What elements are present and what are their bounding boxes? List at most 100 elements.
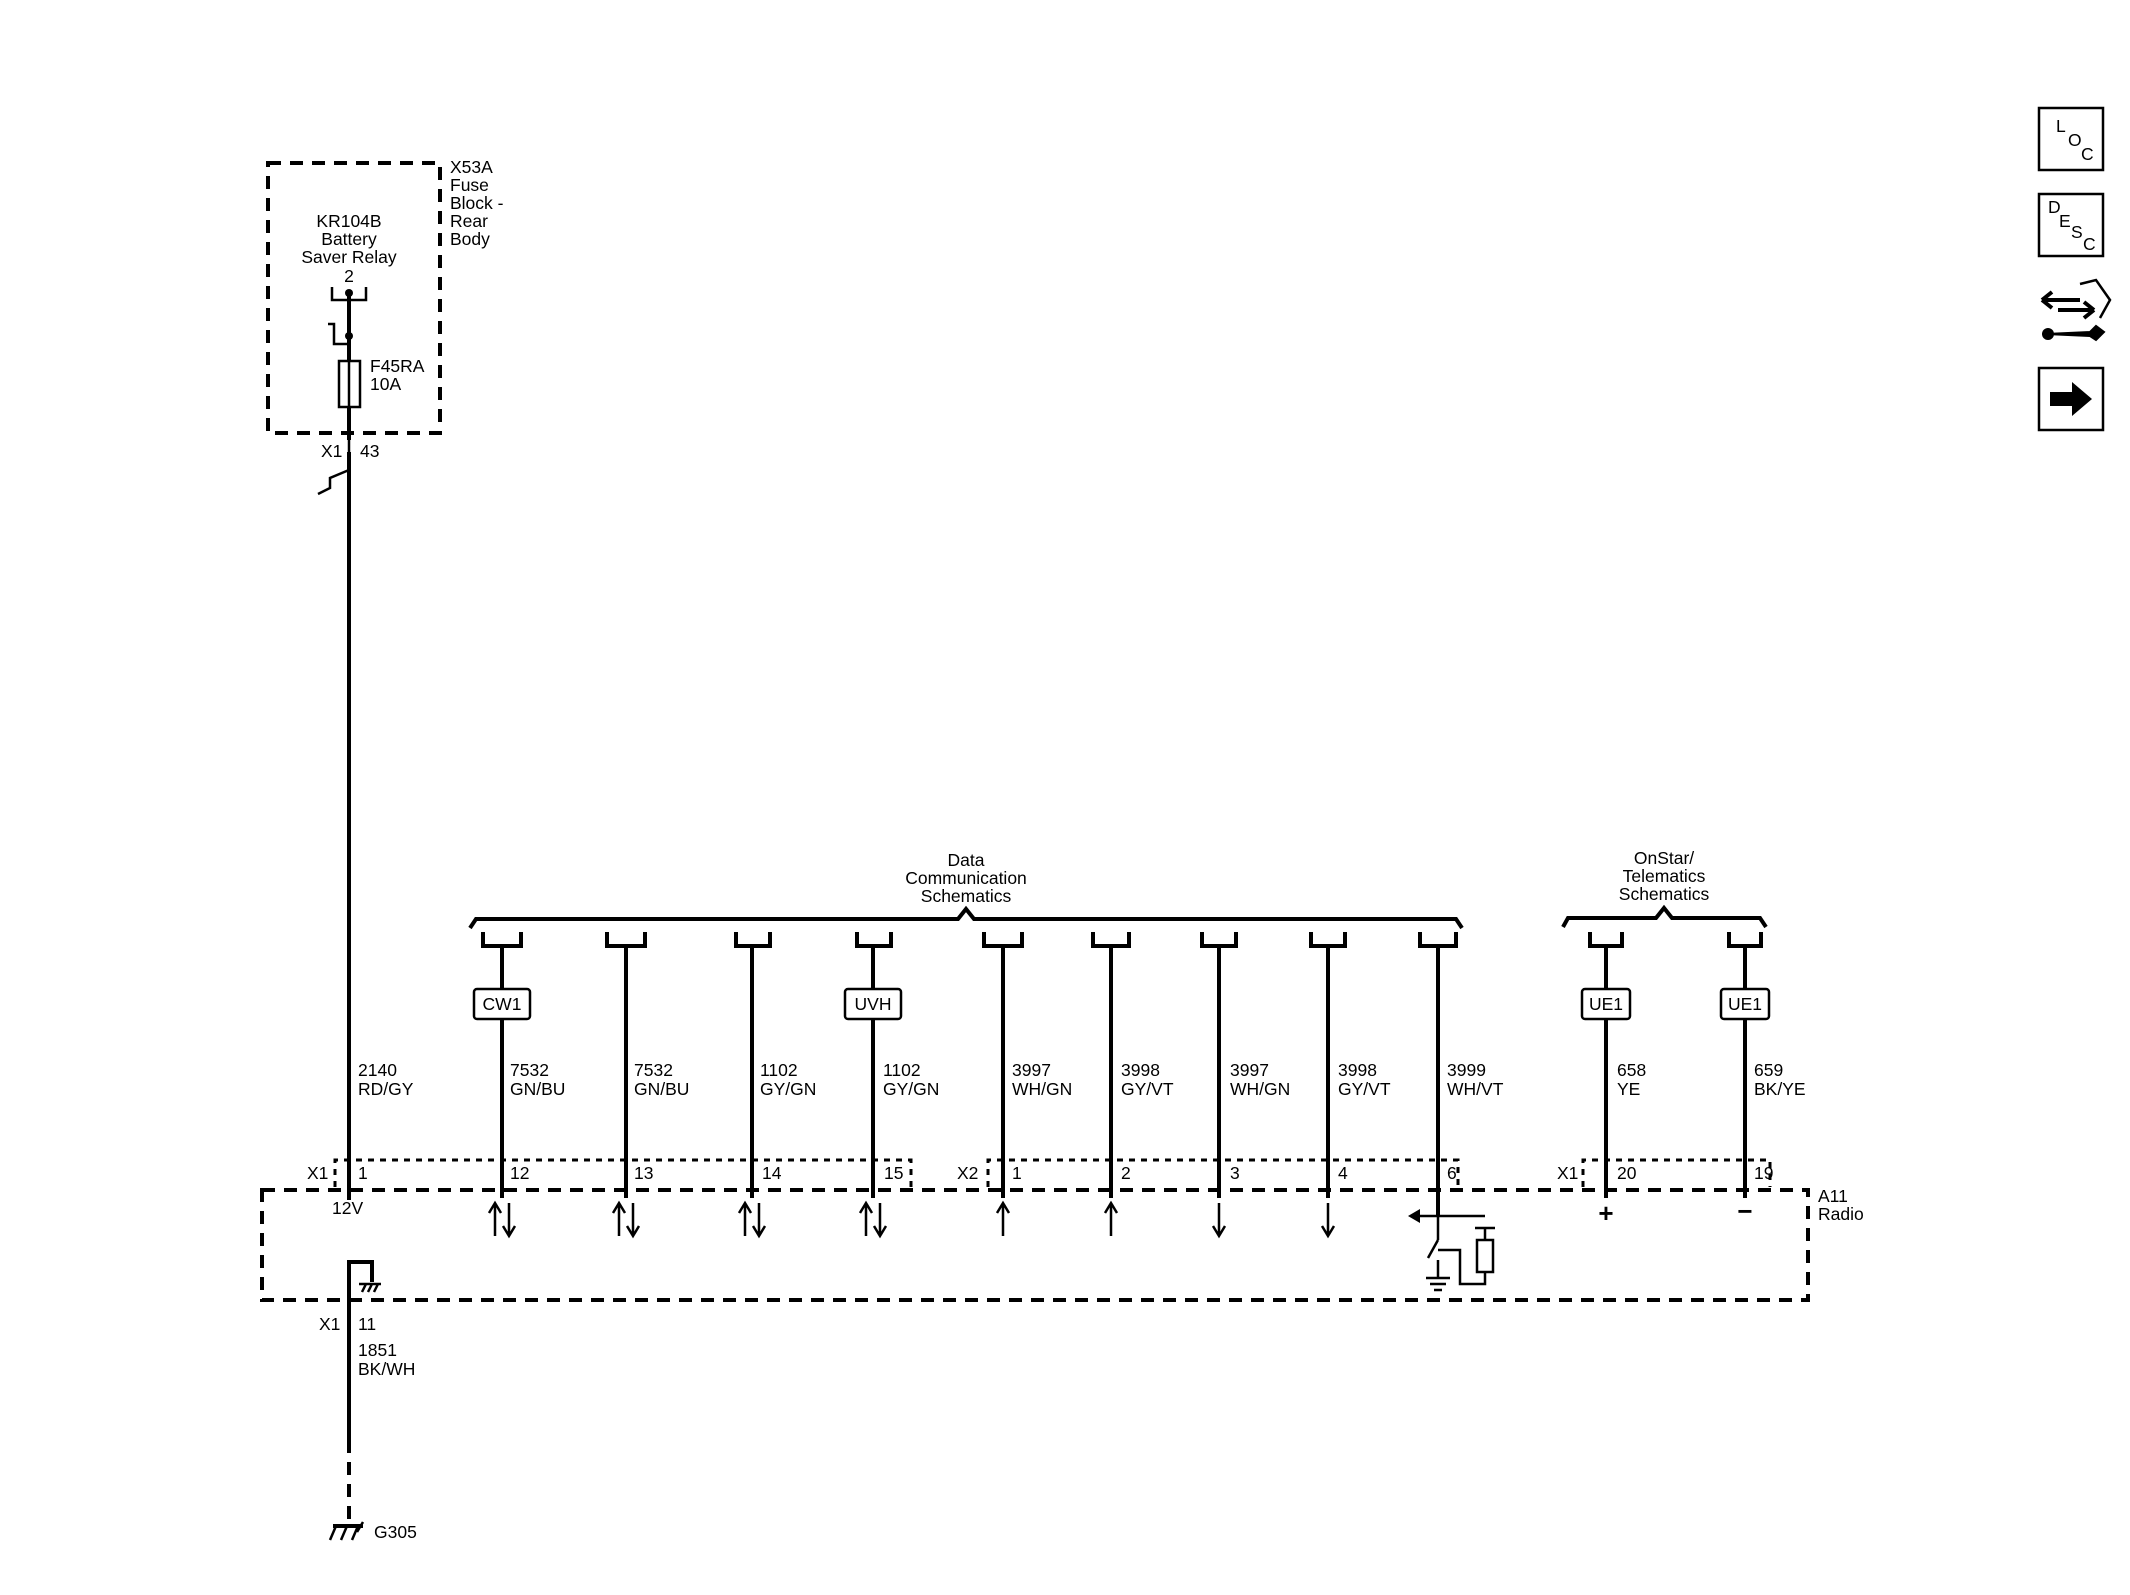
pin-number: 1 (1012, 1163, 1022, 1183)
ground-pin-label: 11 (358, 1314, 376, 1334)
circuit-wire: CW1 7532 GN/BU 12 (472, 932, 565, 1198)
page-connector-symbol (1200, 932, 1238, 948)
ground-conn-label: X1 (319, 1314, 340, 1334)
data-comm-bracket: Data Communication Schematics (468, 850, 1464, 930)
onstar-label-1: OnStar/ (1634, 848, 1694, 868)
circuit-wire: 3998 GY/VT 2 (1091, 932, 1174, 1198)
wire-number: 3997 (1230, 1060, 1269, 1080)
pin-number: 20 (1617, 1163, 1637, 1183)
wire-color: GY/VT (1121, 1079, 1174, 1099)
relay-terminal (328, 287, 368, 365)
inline-connector-symbol (317, 440, 351, 496)
wire-color: WH/GN (1012, 1079, 1072, 1099)
relay-label: KR104B Battery Saver Relay 2 (301, 211, 397, 286)
wire-color: GY/GN (883, 1079, 939, 1099)
wire-number: 659 (1754, 1060, 1783, 1080)
connector-repair-icon (2040, 278, 2112, 342)
pin-number: 2 (1121, 1163, 1131, 1183)
desc-letter-s: S (2071, 222, 2083, 242)
wire-number: 3999 (1447, 1060, 1486, 1080)
bidirectional-arrow-icon (487, 1200, 517, 1239)
loc-letter-c: C (2081, 144, 2094, 164)
ground-wire-color: BK/WH (358, 1359, 415, 1379)
pin-number: 3 (1230, 1163, 1240, 1183)
wire-number: 3998 (1121, 1060, 1160, 1080)
arrow-up-icon (995, 1200, 1011, 1236)
page-connector-symbol (605, 932, 647, 948)
fuse-block-label: X53A Fuse Block - Rear Body (450, 157, 504, 249)
pin-number: 13 (634, 1163, 653, 1183)
option-code-box (1580, 987, 1632, 1021)
fuse-block-desc-2: Block - (450, 193, 504, 213)
wire-number: 7532 (634, 1060, 673, 1080)
internal-ground-symbol (347, 1260, 381, 1300)
fuse-name: F45RA (370, 356, 425, 376)
page-connector-symbol (1418, 932, 1458, 948)
x2-connector-label: X2 (957, 1163, 978, 1183)
page-connector-symbol (481, 932, 523, 948)
page-connector-symbol (1588, 932, 1624, 948)
wire-color: GY/VT (1338, 1079, 1391, 1099)
onstar-bracket: OnStar/ Telematics Schematics (1561, 848, 1768, 929)
wire-color: YE (1617, 1079, 1640, 1099)
pin-number: 15 (884, 1163, 903, 1183)
wire-number: 658 (1617, 1060, 1646, 1080)
circuit-wire: 7532 GN/BU 13 (605, 932, 689, 1198)
circuit-wire: 3999 WH/VT 6 (1418, 932, 1504, 1216)
wire-color: GN/BU (634, 1079, 689, 1099)
circuit-wire: 3997 WH/GN 1 (982, 932, 1072, 1198)
fuse-conn-label: X1 (321, 441, 342, 461)
wire-number: 1102 (760, 1060, 798, 1080)
wire-color: BK/YE (1754, 1079, 1806, 1099)
fuse-block-desc-1: Fuse (450, 175, 489, 195)
next-page-button[interactable] (2037, 366, 2105, 432)
option-code: UE1 (1728, 994, 1762, 1014)
relay-desc-2: Saver Relay (301, 247, 397, 267)
desc-button[interactable]: D E S C (2037, 192, 2105, 258)
chassis-ground-icon (1426, 1276, 1450, 1292)
onstar-label-3: Schematics (1619, 884, 1710, 904)
loc-letter-l: L (2056, 116, 2066, 136)
page-connector-symbol (1727, 932, 1763, 948)
relay-desc-1: Battery (321, 229, 377, 249)
data-comm-label-1: Data (948, 850, 985, 870)
x1-connector-outline (333, 1158, 913, 1187)
x1-connector-label: X1 (307, 1163, 328, 1183)
x1-onstar-connector-outline (1581, 1158, 1772, 1187)
x2-connector-outline (986, 1158, 1460, 1187)
page-connector-symbol (982, 932, 1024, 948)
desc-letter-d: D (2048, 197, 2061, 217)
connector-repair-button[interactable] (2040, 278, 2112, 342)
wire-number: 3998 (1338, 1060, 1377, 1080)
relay-pin: 2 (344, 266, 354, 286)
circuit-wire: UE1 659 BK/YE 19 (1719, 932, 1806, 1198)
wire-color: GN/BU (510, 1079, 565, 1099)
wire-color: GY/GN (760, 1079, 816, 1099)
ground-name: G305 (374, 1522, 417, 1542)
ground-wire-number: 1851 (358, 1340, 397, 1360)
arrow-down-icon (1211, 1203, 1227, 1239)
resistor-symbol (1475, 1238, 1495, 1274)
wire-number: 7532 (510, 1060, 549, 1080)
x1-onstar-connector-label: X1 (1557, 1163, 1578, 1183)
page-connector-symbol (1309, 932, 1347, 948)
wire-color: WH/GN (1230, 1079, 1290, 1099)
desc-letter-e: E (2059, 211, 2071, 231)
option-code-box (1719, 987, 1771, 1021)
pin-number: 12 (510, 1163, 529, 1183)
circuit-wire: UE1 658 YE 20 (1580, 932, 1646, 1198)
loc-button[interactable]: L O C (2037, 106, 2105, 172)
option-code: UE1 (1589, 994, 1623, 1014)
ground-g305-icon (328, 1521, 365, 1541)
fuse-block-desc-3: Rear (450, 211, 488, 231)
data-comm-label-2: Communication (905, 868, 1027, 888)
option-code-box (843, 987, 903, 1021)
fuse-block-name: X53A (450, 157, 493, 177)
page-connector-symbol (734, 932, 772, 948)
radio-name: A11 (1818, 1186, 1848, 1206)
loc-letter-o: O (2068, 130, 2082, 150)
pin-number: 4 (1338, 1163, 1348, 1183)
feed-wire-color: RD/GY (358, 1079, 414, 1099)
minus-sign: − (1737, 1196, 1752, 1226)
